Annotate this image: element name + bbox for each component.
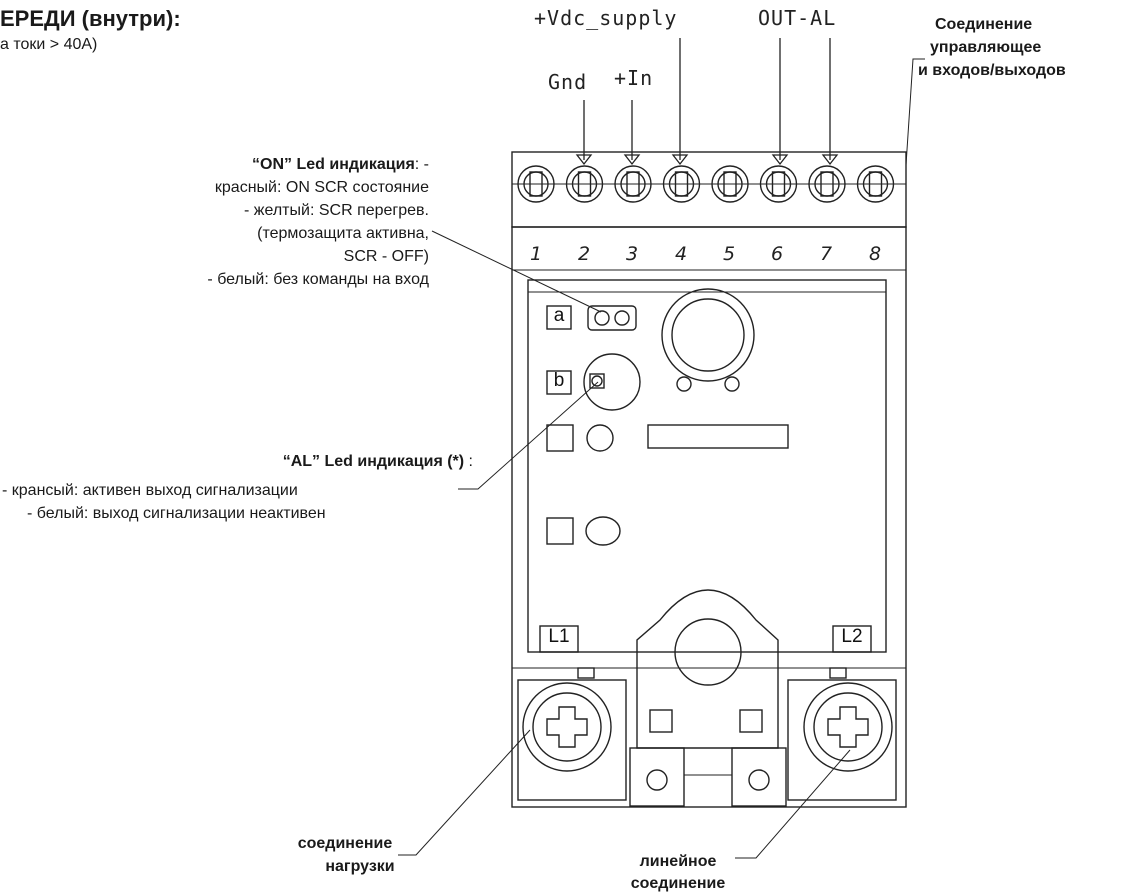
al-led-ring — [583, 353, 641, 411]
terminal-screw — [808, 165, 846, 203]
load-leader — [398, 729, 531, 856]
page-title: ЕРЕДИ (внутри): — [0, 6, 181, 31]
on-led-line: SCR - OFF) — [343, 248, 429, 265]
control-leader — [905, 58, 925, 166]
on-led-right — [614, 310, 630, 326]
control-line3: и входов/выходов — [918, 62, 1066, 79]
line-conn-line1: линейное — [639, 853, 717, 870]
al-led-title: “AL” Led индикация (*) : — [282, 453, 473, 470]
marker-l2: L2 — [841, 626, 863, 647]
display-slot — [647, 424, 789, 449]
terminal-screw — [614, 165, 652, 203]
on-led-line: - белый: без команды на вход — [207, 271, 429, 288]
load-line1: соединение — [297, 835, 393, 852]
terminal-screw — [662, 165, 701, 203]
marker-l1: L1 — [548, 626, 570, 647]
in-label: +In — [614, 66, 654, 90]
on-led-holder — [587, 305, 637, 331]
out-al-label: OUT-AL — [758, 6, 837, 30]
on-led-line: - желтый: SCR перегрев. — [244, 202, 429, 219]
terminal-screw — [565, 165, 604, 203]
center-knob — [674, 618, 742, 686]
terminal-screw-slot — [529, 171, 543, 197]
line-screw-cross — [827, 706, 869, 748]
terminal-screw — [711, 165, 749, 203]
control-line1: Соединение — [935, 16, 1033, 33]
load-screw-cross — [546, 706, 588, 748]
terminal-block — [511, 151, 907, 228]
line-leader — [735, 749, 851, 859]
line-screw-inner — [813, 692, 883, 762]
on-led-leader — [431, 230, 602, 313]
adjust-knob-outer — [661, 288, 755, 382]
load-screw-inner — [532, 692, 602, 762]
terminal-screws — [517, 165, 895, 203]
terminal-number: 6 — [771, 243, 784, 265]
page-subtitle: а токи > 40A) — [0, 36, 98, 53]
load-screw-outer — [522, 682, 612, 772]
terminal-screw-slot — [723, 171, 737, 197]
terminal-screw — [759, 165, 798, 203]
adjust-knob-inner — [671, 298, 745, 372]
terminal-screw-slot — [577, 171, 592, 197]
line-screw-outer — [803, 682, 893, 772]
vdc-supply-label: +Vdc_supply — [534, 6, 678, 30]
terminal-number: 8 — [869, 243, 882, 265]
marker-b-box — [546, 370, 572, 395]
terminal-screw-slot — [674, 171, 689, 197]
module-body — [511, 226, 907, 808]
terminal-number: 3 — [626, 243, 639, 265]
al-led — [591, 375, 603, 387]
line-conn-line2: соединение — [630, 875, 726, 892]
terminal-number: 5 — [723, 243, 736, 265]
marker-b: b — [553, 370, 565, 391]
al-led-line: - крансый: активен выход сигнализации — [2, 482, 298, 499]
terminal-number: 2 — [578, 243, 591, 265]
marker-l2-box — [832, 625, 872, 653]
marker-a-box — [546, 305, 572, 330]
marker-a: a — [553, 305, 565, 326]
on-led-line: (термозащита активна, — [257, 225, 429, 242]
terminal-number: 1 — [530, 243, 543, 265]
gnd-label: Gnd — [548, 70, 588, 94]
load-line2: нагрузки — [325, 858, 395, 875]
front-panel — [527, 279, 887, 653]
terminal-number: 4 — [675, 243, 688, 265]
terminal-screw-slot — [626, 171, 640, 197]
control-line2: управляющее — [930, 39, 1042, 56]
center-knob-housing — [636, 589, 779, 749]
terminal-screw-slot — [820, 171, 834, 197]
terminal-screw — [856, 165, 895, 203]
on-led-left — [594, 310, 610, 326]
al-led-line: - белый: выход сигнализации неактивен — [27, 505, 326, 522]
al-led-leader — [458, 381, 599, 490]
terminal-screw-slot — [771, 171, 786, 197]
marker-l1-box — [539, 625, 579, 653]
on-led-line: красный: ON SCR состояние — [214, 179, 429, 196]
terminal-number: 7 — [820, 243, 833, 265]
on-led-title: “ON” Led индикация: - — [252, 156, 429, 173]
terminal-screw — [517, 165, 555, 203]
terminal-screw-slot — [868, 171, 883, 197]
